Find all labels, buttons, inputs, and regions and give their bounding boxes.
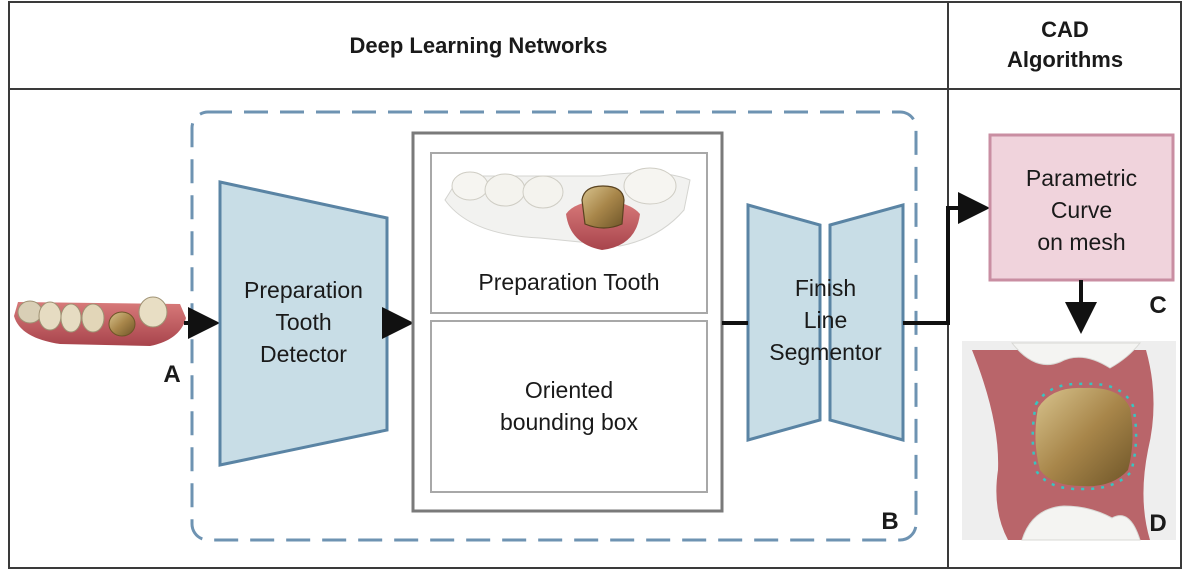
- preparation-tooth-render: [444, 167, 691, 250]
- panel-letter-b: B: [881, 508, 899, 535]
- outer-frame: [8, 1, 1182, 569]
- dental-scan-thumbnail: [14, 296, 186, 346]
- prep-tooth-label: Preparation Tooth: [478, 269, 660, 295]
- obb-panel: [430, 320, 708, 493]
- detector-label: Preparation Tooth Detector: [244, 277, 363, 367]
- segmentor-decoder: [828, 203, 905, 442]
- panel-letter-d: D: [1149, 510, 1167, 537]
- arrow-segmentor-to-curve: [903, 192, 990, 325]
- segmentor-encoder: [746, 203, 822, 442]
- panel-letter-c: C: [1149, 292, 1167, 319]
- cad-algorithms-header: CAD Algorithms: [1006, 17, 1124, 72]
- detector-network: [218, 180, 389, 467]
- panel-letter-a: A: [163, 361, 181, 388]
- segmentor-network: [746, 203, 905, 442]
- finish-line-mesh-render: [962, 341, 1176, 541]
- obb-label: Oriented bounding box: [499, 377, 639, 435]
- deep-learning-header: Deep Learning Networks: [349, 33, 608, 58]
- segmentor-label: Finish Line Segmentor: [769, 275, 882, 365]
- curve-label: Parametric Curve on mesh: [1025, 165, 1138, 255]
